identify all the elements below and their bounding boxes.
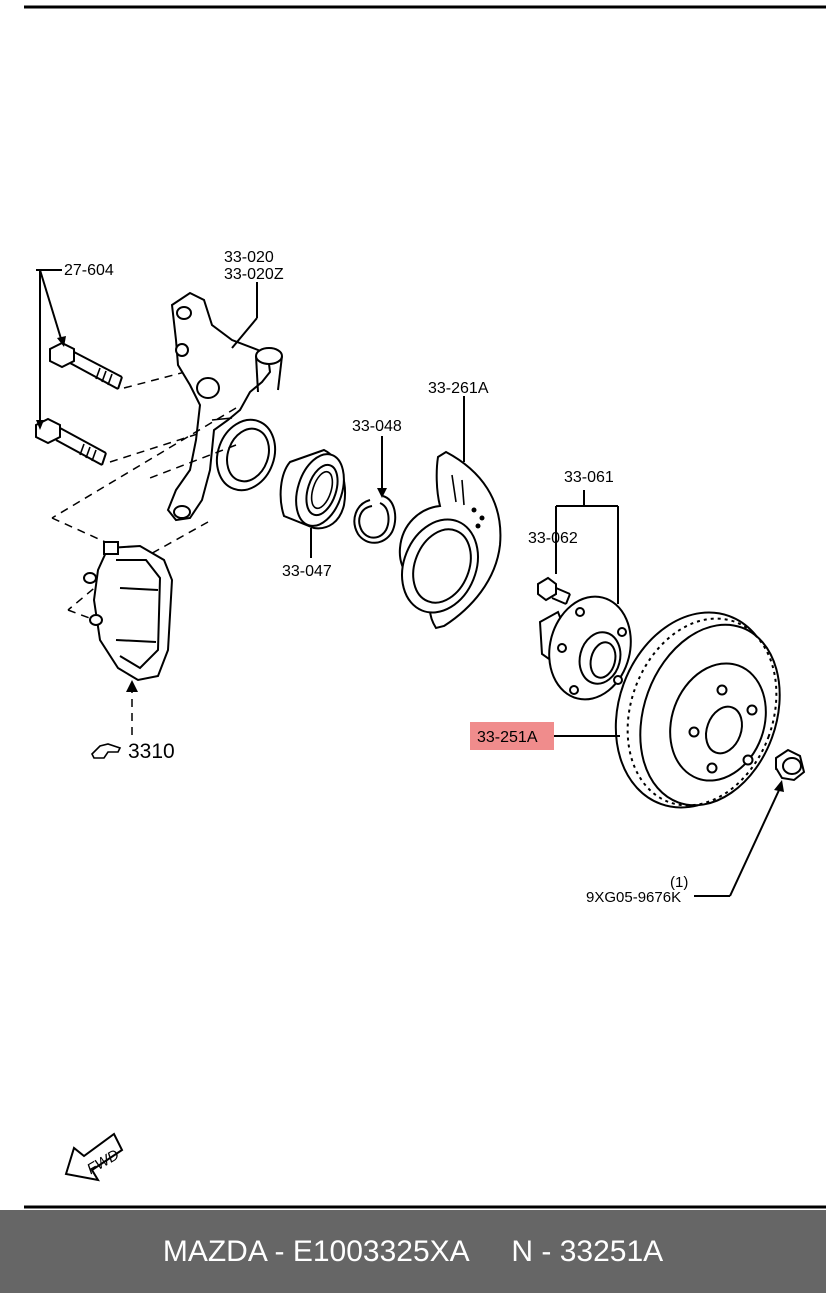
callout-33-020: 33-020 [224,249,274,266]
diagram-area: 27-604 33-020 33-020Z [24,5,826,1209]
callout-3310: 3310 [128,740,175,763]
snap-ring [353,495,397,544]
caliper-arrow-head [126,680,138,692]
bolt-upper [49,341,123,390]
callout-33-251A: 33-251A [477,729,538,746]
guide-line [123,371,186,389]
bolt-leader [36,269,66,430]
guide-line [109,429,211,463]
footer-spacer [470,1235,512,1269]
hub-bolt [537,576,571,605]
footer-number: N - 33251A [511,1234,664,1268]
leader-arrow [377,488,387,498]
callout-33-020Z: 33-020Z [224,266,284,283]
steering-knuckle [166,291,283,522]
bolt-lower [35,417,107,466]
callout-9XG05-9676K: 9XG05-9676K [586,889,681,906]
leader-knuckle [231,317,258,349]
leader-arrow [774,780,784,792]
leader-nut [729,787,781,897]
callout-27-604: 27-604 [64,262,114,279]
callout-nut-qty: (1) [670,874,688,891]
wheel-hub [538,595,632,701]
leader-hub [555,490,619,604]
dust-shield [398,450,502,630]
callout-33-047: 33-047 [282,563,332,580]
callout-33-062: 33-062 [528,530,578,547]
callout-33-261A: 33-261A [428,380,489,397]
callout-33-048: 33-048 [352,418,402,435]
callout-33-061: 33-061 [564,469,614,486]
parts-diagram: 27-604 33-020 33-020Z [24,5,826,1209]
brake-disc [614,611,781,809]
footer-brand: MAZDA - E1003325XA [162,1234,470,1268]
fwd-arrow-icon: FWD [64,1132,124,1182]
hand-icon [91,743,122,759]
hub-nut [775,748,806,782]
footer-bar: MAZDA - E1003325XA N - 33251A [0,1210,826,1293]
brake-caliper [83,541,174,682]
wheel-bearing [279,448,346,530]
highlight-33-251A [470,722,554,750]
